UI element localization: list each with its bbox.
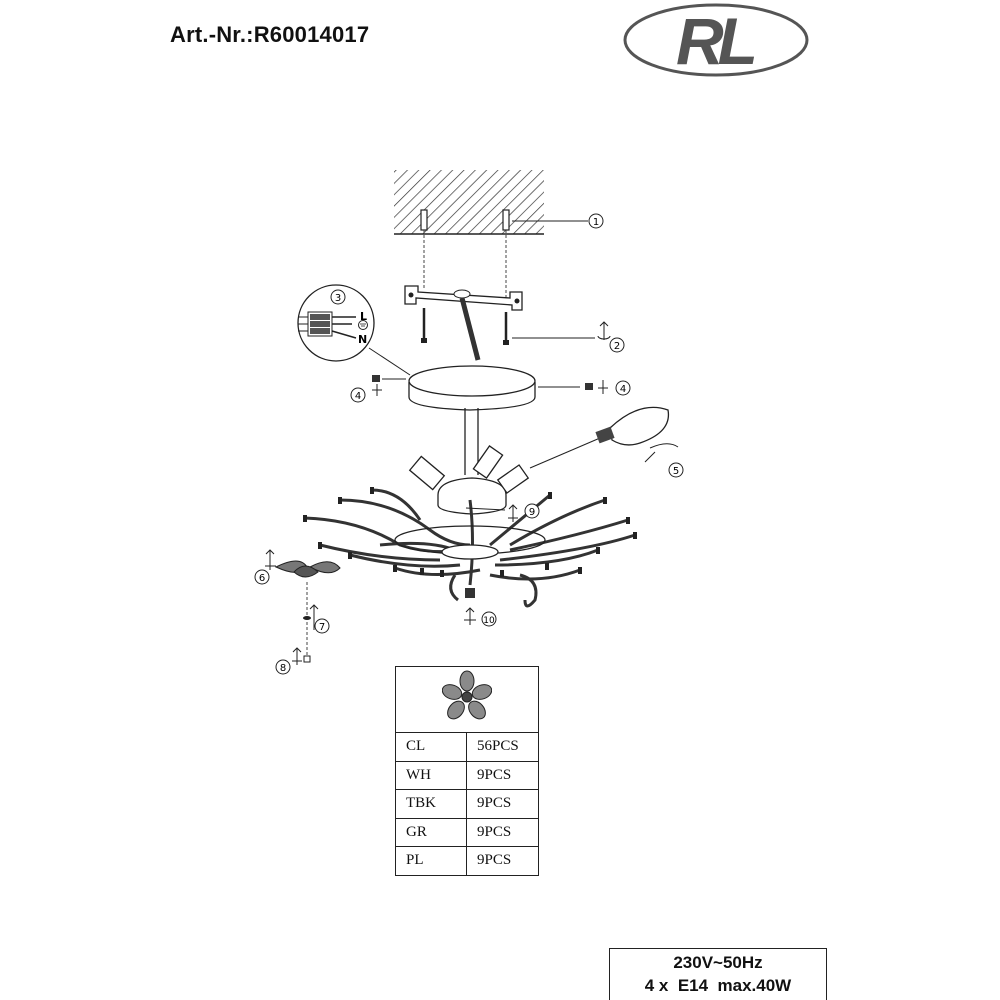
row-code: CL	[395, 732, 467, 762]
center-ring	[394, 525, 546, 560]
lamp-body	[408, 437, 601, 515]
bulb-spec: 4 x E14 max.40W	[644, 976, 792, 995]
article-number: Art.-Nr.:R60014017	[170, 22, 370, 47]
table-row: WH 9PCS	[395, 760, 539, 790]
parts-table: CL 56PCS WH 9PCS TBK 9PCS GR 9PCS PL 9PC…	[395, 666, 539, 876]
terminal-l-label: L	[360, 310, 367, 323]
callout-4-right: 4	[620, 384, 626, 395]
socket-left	[408, 455, 446, 491]
logo-text: RL	[676, 4, 755, 78]
ceiling	[394, 170, 544, 234]
table-header-row	[395, 666, 539, 733]
crystal-flower	[274, 560, 341, 578]
ground-icon	[358, 320, 368, 330]
callout-4-left: 4	[355, 391, 361, 402]
callout-3: 3	[335, 293, 341, 304]
callout-9: 9	[529, 507, 535, 518]
table-icon-cell	[395, 666, 539, 733]
callout-8: 8	[280, 663, 286, 674]
spec-box: 230V~50Hz 4 x E14 max.40W	[609, 948, 827, 1000]
row-qty: 9PCS	[466, 846, 539, 876]
screw-right	[503, 312, 509, 345]
voltage-spec: 230V~50Hz	[673, 953, 763, 972]
socket-right	[496, 464, 530, 494]
row-code: PL	[395, 846, 467, 876]
table-row: TBK 9PCS	[395, 789, 539, 819]
callout-7: 7	[319, 622, 325, 633]
terminal-n-label: N	[358, 333, 367, 346]
mounting-bracket	[404, 285, 523, 361]
callout-6: 6	[259, 573, 265, 584]
row-code: GR	[395, 817, 467, 847]
callout-10: 10	[483, 616, 495, 626]
table-row: GR 9PCS	[395, 817, 539, 847]
callout-2: 2	[614, 341, 620, 352]
table-row: CL 56PCS	[395, 732, 539, 762]
socket-back	[472, 445, 504, 479]
callout-5: 5	[673, 466, 679, 477]
row-qty: 9PCS	[466, 789, 539, 819]
wiring-detail: 3 L N	[297, 284, 411, 376]
row-qty: 9PCS	[466, 817, 539, 847]
row-code: WH	[395, 760, 467, 790]
table-row: PL 9PCS	[395, 846, 539, 876]
flower-crystal-icon	[441, 670, 493, 720]
screw-left	[421, 308, 427, 343]
row-qty: 9PCS	[466, 760, 539, 790]
callout-1: 1	[593, 217, 599, 228]
wall-plug-right	[502, 209, 510, 300]
finial	[465, 588, 475, 598]
crystal-hooks	[303, 487, 637, 577]
canopy	[408, 365, 536, 475]
rl-logo: RL	[623, 3, 809, 78]
row-code: TBK	[395, 789, 467, 819]
e14-bulb	[595, 406, 679, 463]
wall-plug-left	[420, 209, 428, 290]
row-qty: 56PCS	[466, 732, 539, 762]
